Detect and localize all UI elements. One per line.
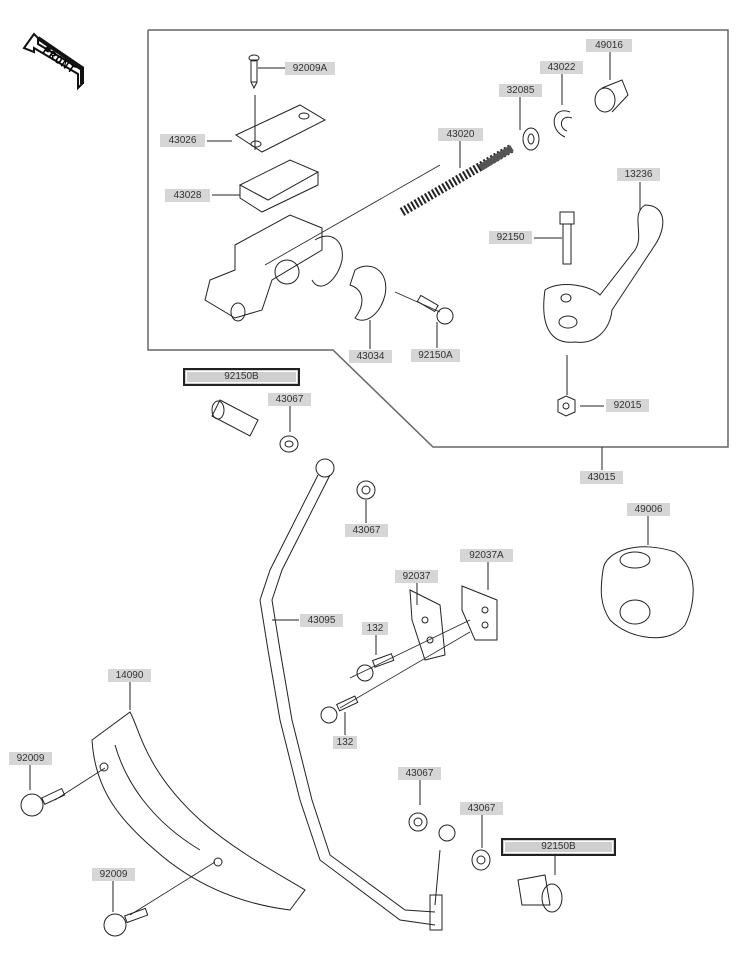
callout-43022[interactable]: 43022 xyxy=(540,61,583,74)
banjo-bolt-top xyxy=(211,399,259,437)
callout-43026[interactable]: 43026 xyxy=(160,134,205,147)
brake-switch-49006 xyxy=(600,546,694,639)
circlip-43022 xyxy=(553,110,573,138)
banjo-bolt-bottom xyxy=(517,874,563,913)
lever-13236 xyxy=(543,204,664,343)
pivot-bolt-92150 xyxy=(559,211,575,265)
callout-92009A[interactable]: 92009A xyxy=(285,62,335,75)
callout-92150B-top[interactable]: 92150B xyxy=(183,368,300,386)
callout-43067-a[interactable]: 43067 xyxy=(268,393,311,406)
bolt-92009-a xyxy=(20,787,66,817)
callout-49006[interactable]: 49006 xyxy=(627,503,670,516)
callout-92037A[interactable]: 92037A xyxy=(460,549,513,562)
bracket-92037A xyxy=(461,585,498,641)
callout-43067-d[interactable]: 43067 xyxy=(460,802,503,815)
piston-spring xyxy=(399,144,515,216)
callout-92150A[interactable]: 92150A xyxy=(411,349,460,362)
clamp-43034 xyxy=(349,265,387,321)
screw-92009A xyxy=(248,54,260,90)
callout-92009-b[interactable]: 92009 xyxy=(92,868,135,881)
nut-92015 xyxy=(557,395,576,417)
washer-43067-c xyxy=(408,812,428,832)
front-arrow-icon xyxy=(22,32,84,91)
bracket-92037 xyxy=(409,589,446,661)
front-direction-marker: FRONT xyxy=(20,32,86,97)
boot-49016 xyxy=(594,79,629,113)
callout-43020[interactable]: 43020 xyxy=(438,128,483,141)
bolt-92150A xyxy=(416,294,454,325)
brake-hose-43095 xyxy=(259,458,456,931)
callout-43034[interactable]: 43034 xyxy=(349,350,392,363)
callout-13236[interactable]: 13236 xyxy=(617,168,660,181)
guard-14090 xyxy=(91,711,306,911)
washer-32085 xyxy=(522,127,540,151)
callout-43095[interactable]: 43095 xyxy=(300,614,343,627)
diaphragm xyxy=(238,159,320,213)
bolt-132-b xyxy=(320,695,359,724)
washer-43067-d xyxy=(471,849,491,871)
callout-92150B-bottom[interactable]: 92150B xyxy=(501,838,616,856)
reservoir-cap xyxy=(234,104,327,153)
leader-lines xyxy=(29,52,649,916)
callout-132-a[interactable]: 132 xyxy=(362,622,388,635)
callout-43067-b[interactable]: 43067 xyxy=(345,524,388,537)
master-cylinder-body xyxy=(204,214,343,322)
callout-43015[interactable]: 43015 xyxy=(580,471,623,484)
washer-43067-b xyxy=(356,480,376,500)
callout-132-b[interactable]: 132 xyxy=(333,736,357,749)
callout-92015[interactable]: 92015 xyxy=(606,399,649,412)
callout-43067-c[interactable]: 43067 xyxy=(398,767,441,780)
callout-92037[interactable]: 92037 xyxy=(395,570,438,583)
bolt-132-a xyxy=(356,653,395,682)
callout-49016[interactable]: 49016 xyxy=(586,39,632,52)
assembly-frame xyxy=(147,29,729,448)
callout-14090[interactable]: 14090 xyxy=(108,669,151,682)
washer-43067-a xyxy=(279,435,299,453)
bolt-92009-b xyxy=(103,907,149,937)
callout-92009-a[interactable]: 92009 xyxy=(9,752,52,765)
callout-32085[interactable]: 32085 xyxy=(499,84,542,97)
callout-43028[interactable]: 43028 xyxy=(165,189,210,202)
callout-92150[interactable]: 92150 xyxy=(489,231,532,244)
